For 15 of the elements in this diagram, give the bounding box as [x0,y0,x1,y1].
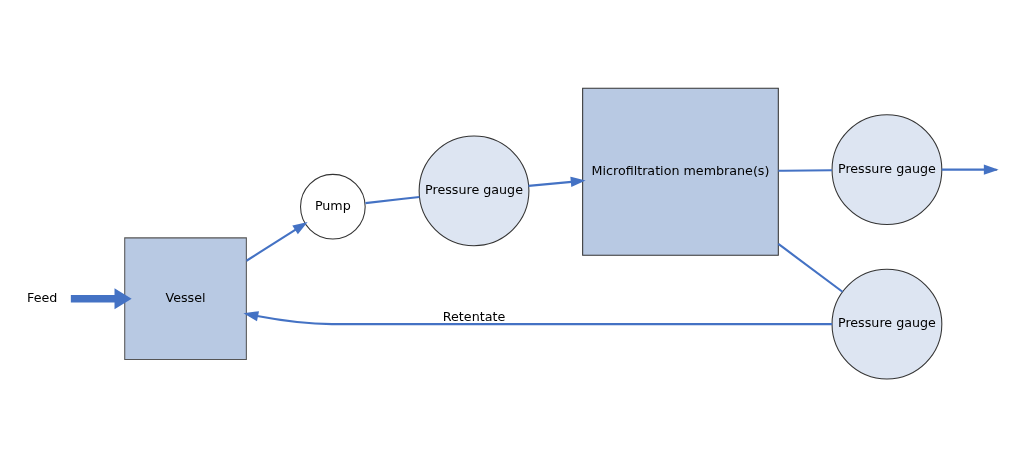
node-circle: Pump [300,173,366,240]
node-box: Microfiltration membrane(s) [582,87,779,256]
node-box: Vessel [124,237,247,361]
node-circle: Pressure gauge [831,114,943,226]
arrow [245,222,308,262]
node-circle: Pressure gauge [418,135,530,247]
connector [777,243,844,293]
arrow [528,176,586,188]
arrow [70,288,132,310]
connector [778,169,832,172]
node-circle: Pressure gauge [831,268,943,380]
arrow [243,311,833,326]
node-text: Feed [27,289,58,305]
edge-label: Retentate [442,308,506,324]
connector [365,195,420,205]
